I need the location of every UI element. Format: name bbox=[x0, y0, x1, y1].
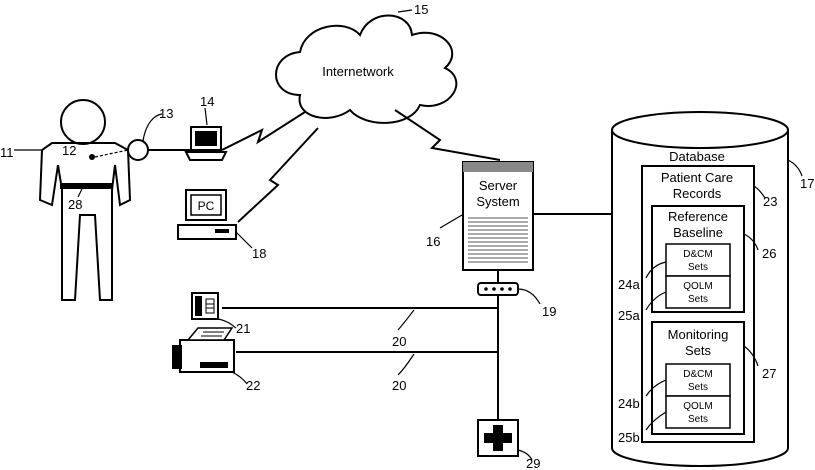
ref-16: 16 bbox=[426, 234, 440, 249]
monitoring-qolm-line2: Sets bbox=[688, 414, 708, 425]
ref-25a: 25a bbox=[618, 308, 640, 323]
ref-27: 27 bbox=[762, 366, 776, 381]
monitoring-label-line1: Monitoring bbox=[668, 327, 729, 342]
leader-15 bbox=[398, 10, 412, 12]
hospital-icon bbox=[478, 420, 518, 456]
ref-25b: 25b bbox=[618, 430, 640, 445]
modem-icon bbox=[478, 283, 518, 295]
connector-node bbox=[128, 140, 148, 160]
patient-figure bbox=[40, 100, 130, 300]
server-label-line1: Server bbox=[479, 178, 518, 193]
ref-12: 12 bbox=[62, 143, 76, 158]
ref-17: 17 bbox=[800, 176, 814, 191]
telephone-icon bbox=[192, 293, 218, 319]
ref-18: 18 bbox=[252, 246, 266, 261]
internetwork-label: Internetwork bbox=[322, 64, 394, 79]
ref-23: 23 bbox=[763, 194, 777, 209]
records-label-line1: Patient Care bbox=[661, 170, 733, 185]
ref-20-a: 20 bbox=[392, 334, 406, 349]
baseline-label-line1: Reference bbox=[668, 209, 728, 224]
ref-19: 19 bbox=[542, 304, 556, 319]
ref-21: 21 bbox=[236, 321, 250, 336]
ref-15: 15 bbox=[414, 2, 428, 17]
ref-14: 14 bbox=[200, 94, 214, 109]
monitoring-label-line2: Sets bbox=[685, 343, 712, 358]
baseline-qolm-line1: QOLM bbox=[683, 281, 712, 292]
ref-22: 22 bbox=[246, 378, 260, 393]
monitoring-qolm-line1: QOLM bbox=[683, 401, 712, 412]
wireless-link-laptop bbox=[222, 112, 305, 150]
pc-label: PC bbox=[198, 199, 215, 213]
ref-28: 28 bbox=[68, 197, 82, 212]
monitoring-dcm-line1: D&CM bbox=[683, 369, 712, 380]
baseline-label-line2: Baseline bbox=[673, 225, 723, 240]
ref-24b: 24b bbox=[618, 396, 640, 411]
baseline-dcm-line1: D&CM bbox=[683, 249, 712, 260]
ref-29: 29 bbox=[526, 456, 540, 470]
records-label-line2: Records bbox=[673, 186, 722, 201]
ref-26: 26 bbox=[762, 246, 776, 261]
ref-11: 11 bbox=[0, 145, 14, 160]
sensor-implant bbox=[89, 154, 95, 160]
baseline-qolm-line2: Sets bbox=[688, 294, 708, 305]
ref-13: 13 bbox=[159, 106, 173, 121]
monitoring-dcm-line2: Sets bbox=[688, 382, 708, 393]
wireless-link-server bbox=[395, 110, 500, 160]
wireless-link-pc bbox=[238, 128, 318, 222]
internetwork-cloud: Internetwork bbox=[276, 15, 456, 122]
baseline-dcm-line2: Sets bbox=[688, 262, 708, 273]
fax-icon bbox=[172, 328, 234, 372]
server-system: Server System bbox=[463, 162, 533, 270]
ref-24a: 24a bbox=[618, 277, 640, 292]
pc-icon: PC bbox=[178, 190, 236, 239]
server-label-line2: System bbox=[476, 194, 519, 209]
database-label: Database bbox=[669, 149, 725, 164]
ref-20-b: 20 bbox=[392, 378, 406, 393]
laptop-icon bbox=[186, 127, 226, 160]
